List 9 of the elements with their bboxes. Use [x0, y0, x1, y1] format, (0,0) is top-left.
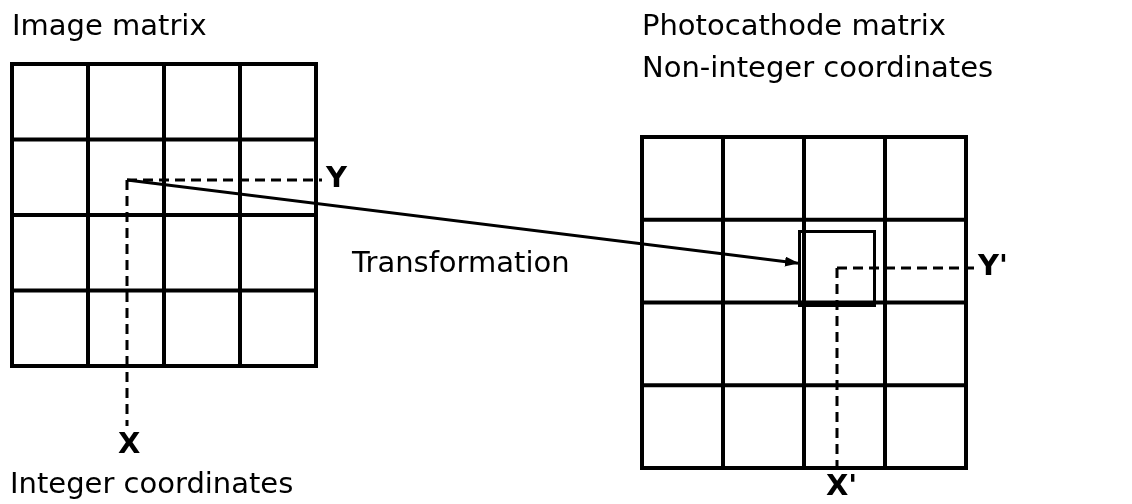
axis-label: Y [326, 162, 347, 194]
axis-label: X' [826, 470, 858, 502]
axis-label: X [118, 428, 141, 460]
highlight-square [798, 230, 876, 307]
caption-text: Integer coordinates [10, 468, 294, 500]
matrix-title: Photocathode matrix [642, 10, 946, 42]
matrix-title: Non-integer coordinates [642, 52, 994, 84]
axis-label: Y' [978, 250, 1008, 282]
matrix-title: Image matrix [12, 10, 207, 42]
